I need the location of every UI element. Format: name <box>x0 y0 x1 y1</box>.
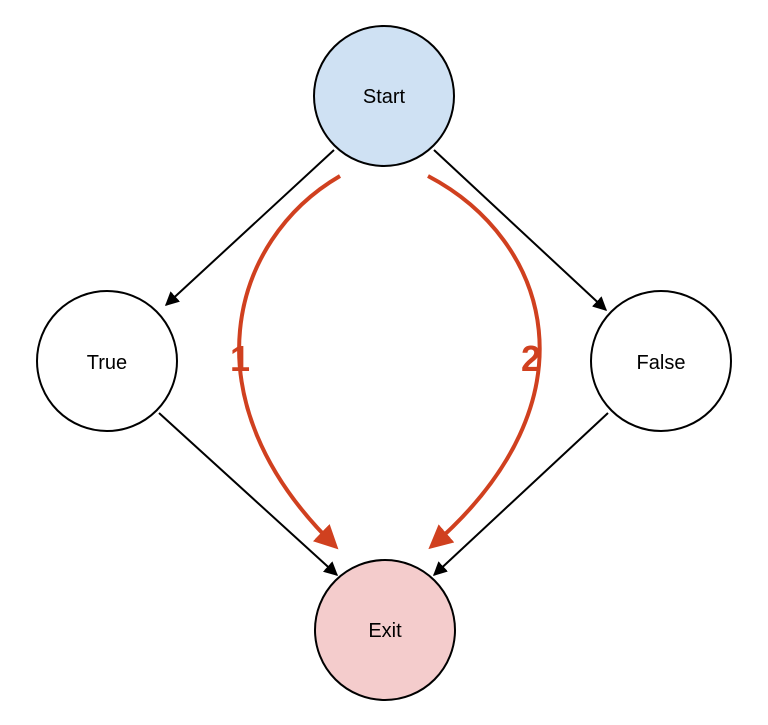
edge-start-false <box>433 149 608 311</box>
edge-start-true <box>164 149 335 306</box>
true-node: True <box>36 290 178 432</box>
path-label-2: 2 <box>521 338 541 379</box>
true-node-label: True <box>87 352 127 374</box>
start-node-label: Start <box>363 86 406 108</box>
execution-path-1 <box>237 174 342 550</box>
path-label-1: 1 <box>230 338 250 379</box>
start-node: Start <box>313 25 455 167</box>
false-node-label: False <box>637 352 686 374</box>
exit-node-label: Exit <box>368 620 402 642</box>
false-node: False <box>590 290 732 432</box>
edge-true-exit <box>158 412 339 576</box>
exit-node: Exit <box>314 559 456 701</box>
execution-path-2 <box>427 174 542 550</box>
edge-false-exit <box>432 412 609 576</box>
